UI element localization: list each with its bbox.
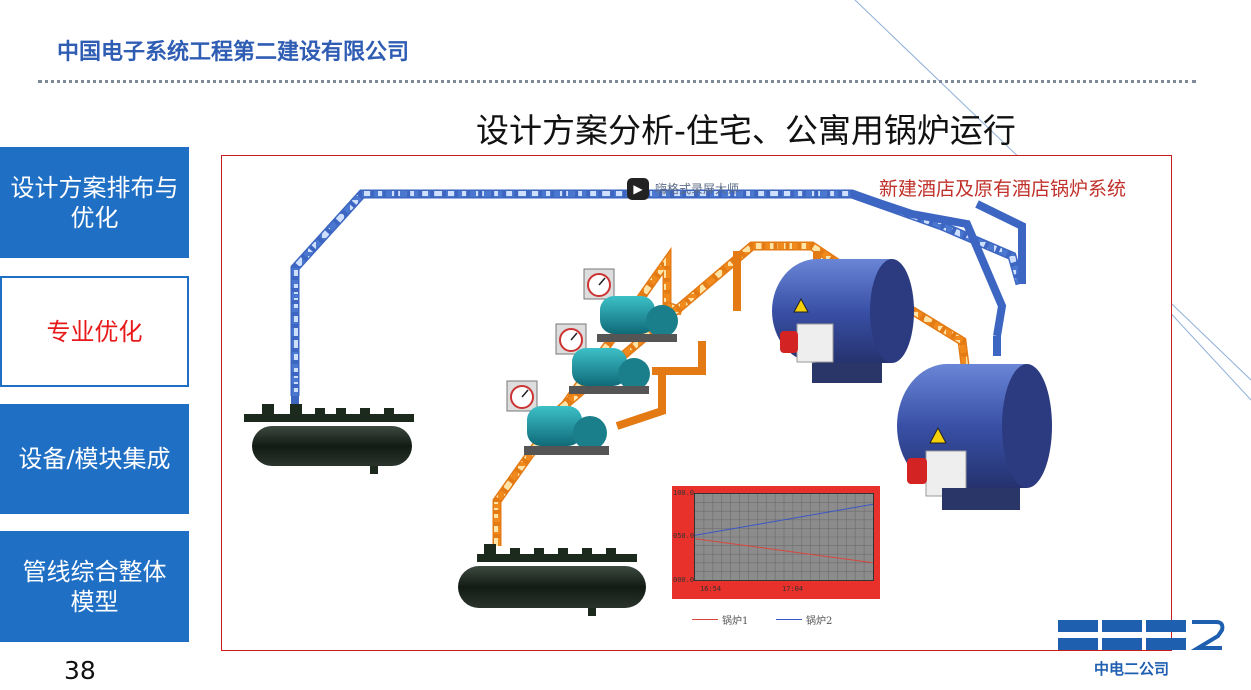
nav-item-label: 管线综合整体模型 bbox=[22, 557, 167, 616]
orange-supply-pipes bbox=[492, 241, 972, 546]
legend-swatch bbox=[776, 619, 802, 620]
y-tick-label: 100.0 bbox=[673, 489, 695, 497]
pressure-gauge-icon bbox=[506, 380, 538, 412]
boiler-icon bbox=[897, 364, 1052, 510]
recorder-watermark: ▶ 嗨格式录屏大师 bbox=[627, 178, 739, 200]
nav-item-equipment-integration[interactable]: 设备/模块集成 bbox=[0, 404, 189, 514]
nav-item-label: 专业优化 bbox=[46, 317, 143, 346]
circulation-pump-icon bbox=[597, 296, 678, 342]
boiler-trend-chart: 100.0 050.0 000.0 16:54 17:04 bbox=[672, 486, 880, 599]
circulation-pump-icon bbox=[569, 348, 650, 394]
series-line bbox=[695, 503, 873, 536]
legend-item: 锅炉1 bbox=[692, 612, 748, 627]
nav-item-label: 设备/模块集成 bbox=[18, 445, 171, 473]
pressure-gauge-icon bbox=[583, 268, 615, 300]
watermark-text: 嗨格式录屏大师 bbox=[655, 182, 740, 196]
nav-item-pipeline-model[interactable]: 管线综合整体模型 bbox=[0, 531, 189, 642]
slide-title: 设计方案分析-住宅、公寓用锅炉运行 bbox=[476, 111, 1016, 150]
nav-item-label: 设计方案排布与优化 bbox=[10, 173, 179, 232]
series-line bbox=[695, 538, 873, 564]
circulation-pump-icon bbox=[524, 406, 609, 455]
legend-swatch bbox=[692, 619, 718, 620]
page-number: 38 bbox=[64, 656, 96, 685]
company-name: 中国电子系统工程第二建设有限公司 bbox=[57, 40, 410, 65]
legend-label: 锅炉2 bbox=[806, 616, 833, 627]
y-tick-label: 050.0 bbox=[673, 532, 695, 540]
distribution-header-icon bbox=[244, 404, 414, 474]
logo-text: 中电二公司 bbox=[1094, 660, 1170, 678]
system-title: 新建酒店及原有酒店锅炉系统 bbox=[879, 178, 1127, 200]
y-tick-label: 000.0 bbox=[673, 576, 695, 584]
boiler-icon bbox=[772, 259, 914, 383]
legend-item: 锅炉2 bbox=[776, 612, 832, 627]
video-camera-icon: ▶ bbox=[627, 178, 649, 200]
header-divider bbox=[38, 80, 1196, 83]
nav-item-professional-optimization[interactable]: 专业优化 bbox=[0, 276, 189, 387]
company-logo-icon bbox=[1058, 620, 1225, 650]
distribution-header-icon bbox=[458, 544, 646, 616]
trend-plot-area bbox=[694, 493, 874, 581]
trend-svg bbox=[695, 494, 873, 580]
x-tick-label: 16:54 bbox=[700, 585, 722, 593]
boiler-system-figure: 新建酒店及原有酒店锅炉系统 ▶ 嗨格式录屏大师 100.0 050.0 000.… bbox=[221, 155, 1172, 651]
nav-item-design-layout[interactable]: 设计方案排布与优化 bbox=[0, 147, 189, 258]
legend-label: 锅炉1 bbox=[722, 616, 749, 627]
boiler-system-diagram bbox=[244, 189, 1052, 616]
x-tick-label: 17:04 bbox=[782, 585, 804, 593]
